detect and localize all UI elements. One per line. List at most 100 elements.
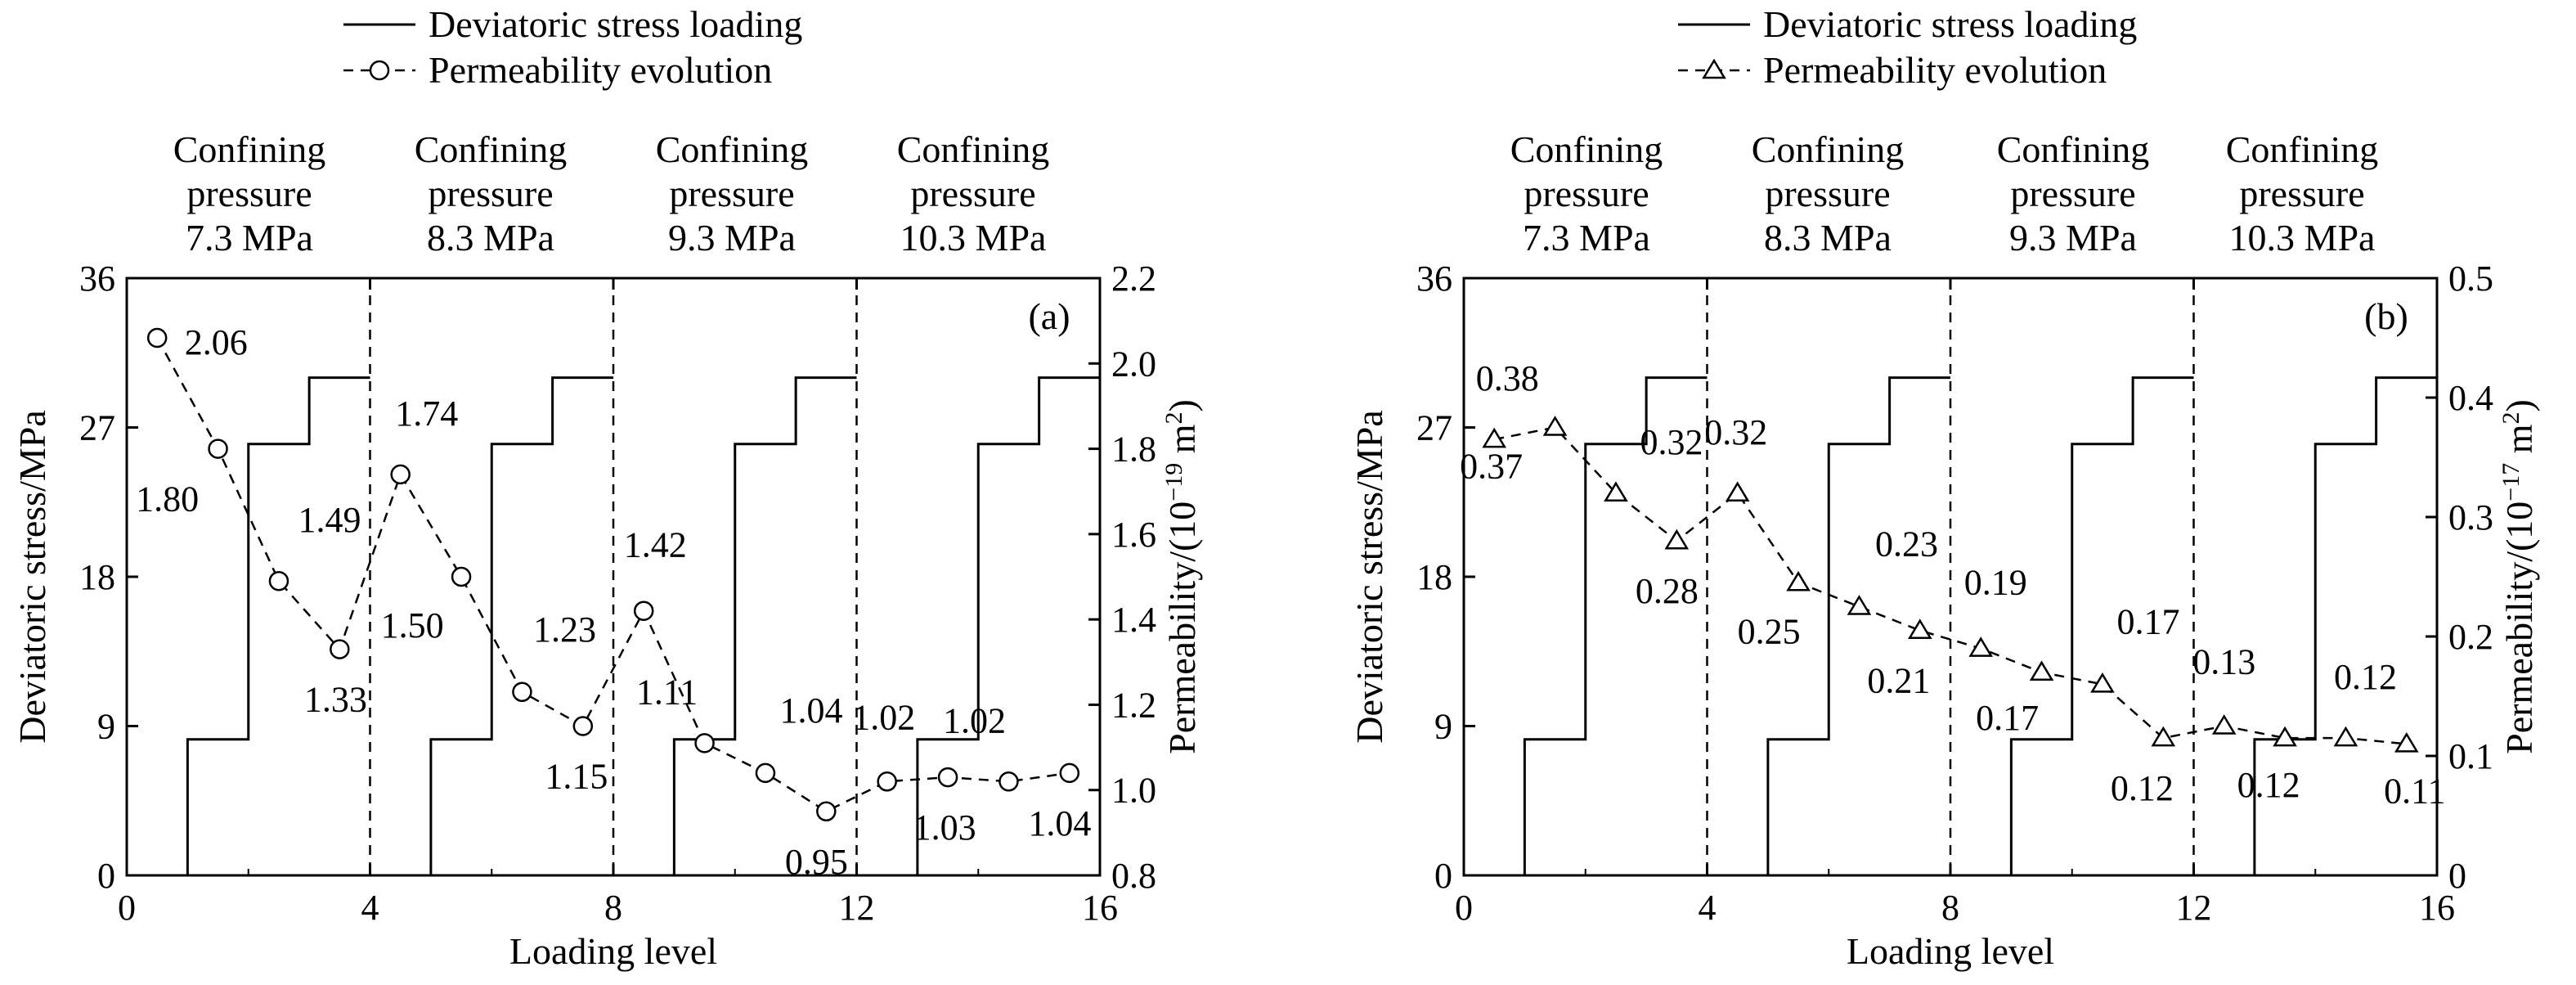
stress-step-line (672, 376, 857, 875)
data-label: 1.80 (136, 479, 199, 519)
permeability-point (1725, 481, 1750, 502)
permeability-point (816, 801, 837, 822)
stage-label-line: pressure (910, 173, 1035, 214)
y2-tick-label: 2.0 (1111, 344, 1156, 384)
x-tick-label: 0 (118, 888, 136, 928)
y2-tick-label: 0.1 (2448, 736, 2493, 776)
data-label: 0.13 (2192, 642, 2255, 682)
legend-permeability-label: Permeability evolution (429, 49, 772, 91)
stage-label-line: pressure (428, 173, 553, 214)
permeability-point (1604, 481, 1628, 502)
stage-label-line: 8.3 MPa (1764, 217, 1892, 259)
stage-label-line: pressure (2239, 173, 2364, 214)
stage-label-line: 8.3 MPa (427, 217, 554, 259)
legend-permeability-label: Permeability evolution (1763, 49, 2107, 91)
y2-axis-label-superscript: −17 (2497, 463, 2524, 501)
permeability-point (937, 767, 958, 788)
stage-label-line: 9.3 MPa (2009, 217, 2137, 259)
permeability-point (2273, 726, 2297, 747)
permeability-point (999, 771, 1019, 792)
stage-label-line: Confining (173, 128, 326, 170)
stage-label-line: pressure (186, 173, 312, 214)
data-label: 0.11 (2384, 771, 2445, 811)
stress-step-line (1766, 376, 1950, 875)
permeability-point (877, 771, 897, 792)
data-label: 2.06 (185, 322, 248, 362)
legend-stress-label: Deviatoric stress loading (429, 3, 802, 45)
y-tick-label: 9 (97, 707, 115, 747)
data-label: 0.12 (2334, 657, 2397, 697)
permeability-point (268, 570, 289, 591)
x-tick-label: 4 (1699, 888, 1717, 928)
y-tick-label: 27 (1416, 408, 1452, 448)
data-label: 0.19 (1964, 563, 2027, 603)
stage-label-line: 9.3 MPa (668, 217, 796, 259)
permeability-point (512, 681, 532, 703)
x-axis-label: Loading level (509, 930, 717, 972)
legend-stress-label: Deviatoric stress loading (1763, 3, 2137, 45)
y2-tick-label: 0.3 (2448, 497, 2493, 537)
stress-step-line (2009, 376, 2194, 875)
permeability-point (1786, 570, 1811, 591)
y2-axis-label-part: m (2498, 424, 2540, 463)
permeability-point (2151, 726, 2176, 747)
data-label: 0.23 (1875, 524, 1938, 564)
y-tick-label: 36 (1416, 259, 1452, 299)
permeability-point (694, 733, 715, 753)
data-label: 1.33 (304, 680, 367, 720)
permeability-point (2090, 672, 2115, 693)
permeability-point (208, 439, 228, 459)
y2-axis-label-part: Permeability/(10 (1161, 501, 1203, 754)
x-tick-label: 12 (2176, 888, 2212, 928)
data-label: 1.49 (298, 500, 361, 540)
stress-step-line (1523, 376, 1708, 875)
data-label: 0.21 (1867, 661, 1930, 701)
permeability-point (1664, 528, 1690, 550)
permeability-point (451, 566, 472, 587)
data-label: 1.04 (1028, 803, 1091, 843)
x-tick-label: 16 (2419, 888, 2455, 928)
y2-axis-label-part: ) (2498, 399, 2540, 412)
y2-axis-label: Permeability/(10−19 m2) (1160, 399, 1204, 754)
stage-label-line: Confining (415, 128, 568, 170)
y-tick-label: 9 (1434, 707, 1452, 747)
y2-tick-label: 1.8 (1111, 430, 1156, 470)
stage-label-line: pressure (2010, 173, 2135, 214)
data-label: 0.32 (1640, 422, 1703, 462)
permeability-point (1908, 618, 1932, 639)
permeability-point (146, 327, 168, 349)
x-tick-label: 0 (1455, 888, 1473, 928)
y-tick-label: 36 (79, 259, 115, 299)
y2-tick-label: 1.0 (1111, 771, 1156, 811)
stage-label-line: 10.3 MPa (900, 217, 1047, 259)
permeability-point (390, 464, 411, 485)
x-axis-label: Loading level (1847, 930, 2054, 972)
y2-tick-label: 0.8 (1111, 856, 1156, 896)
permeability-point (572, 716, 594, 736)
data-label: 1.15 (545, 757, 608, 797)
y2-tick-label: 1.2 (1111, 685, 1156, 725)
y-tick-label: 0 (97, 856, 115, 896)
permeability-point (755, 762, 776, 784)
permeability-point (633, 600, 654, 621)
x-tick-label: 12 (839, 888, 875, 928)
stage-label-line: 7.3 MPa (186, 217, 313, 259)
stage-label-line: pressure (1765, 173, 1890, 214)
stage-label-line: Confining (1752, 128, 1905, 170)
stress-step-line (856, 376, 1100, 877)
y2-axis-label-superscript: 2 (1160, 412, 1187, 424)
data-label: 1.11 (636, 672, 698, 712)
stage-label-line: Confining (2226, 128, 2379, 170)
permeability-point (2394, 731, 2419, 753)
stage-label-line: pressure (669, 173, 794, 214)
data-label: 1.03 (913, 807, 976, 848)
data-label: 1.50 (381, 605, 444, 645)
y2-tick-label: 0.4 (2448, 378, 2493, 418)
stage-label-line: Confining (897, 128, 1050, 170)
permeability-point (2211, 714, 2237, 735)
permeability-point (330, 639, 350, 659)
y2-tick-label: 0.2 (2448, 617, 2493, 657)
stress-step-line (2193, 376, 2437, 877)
